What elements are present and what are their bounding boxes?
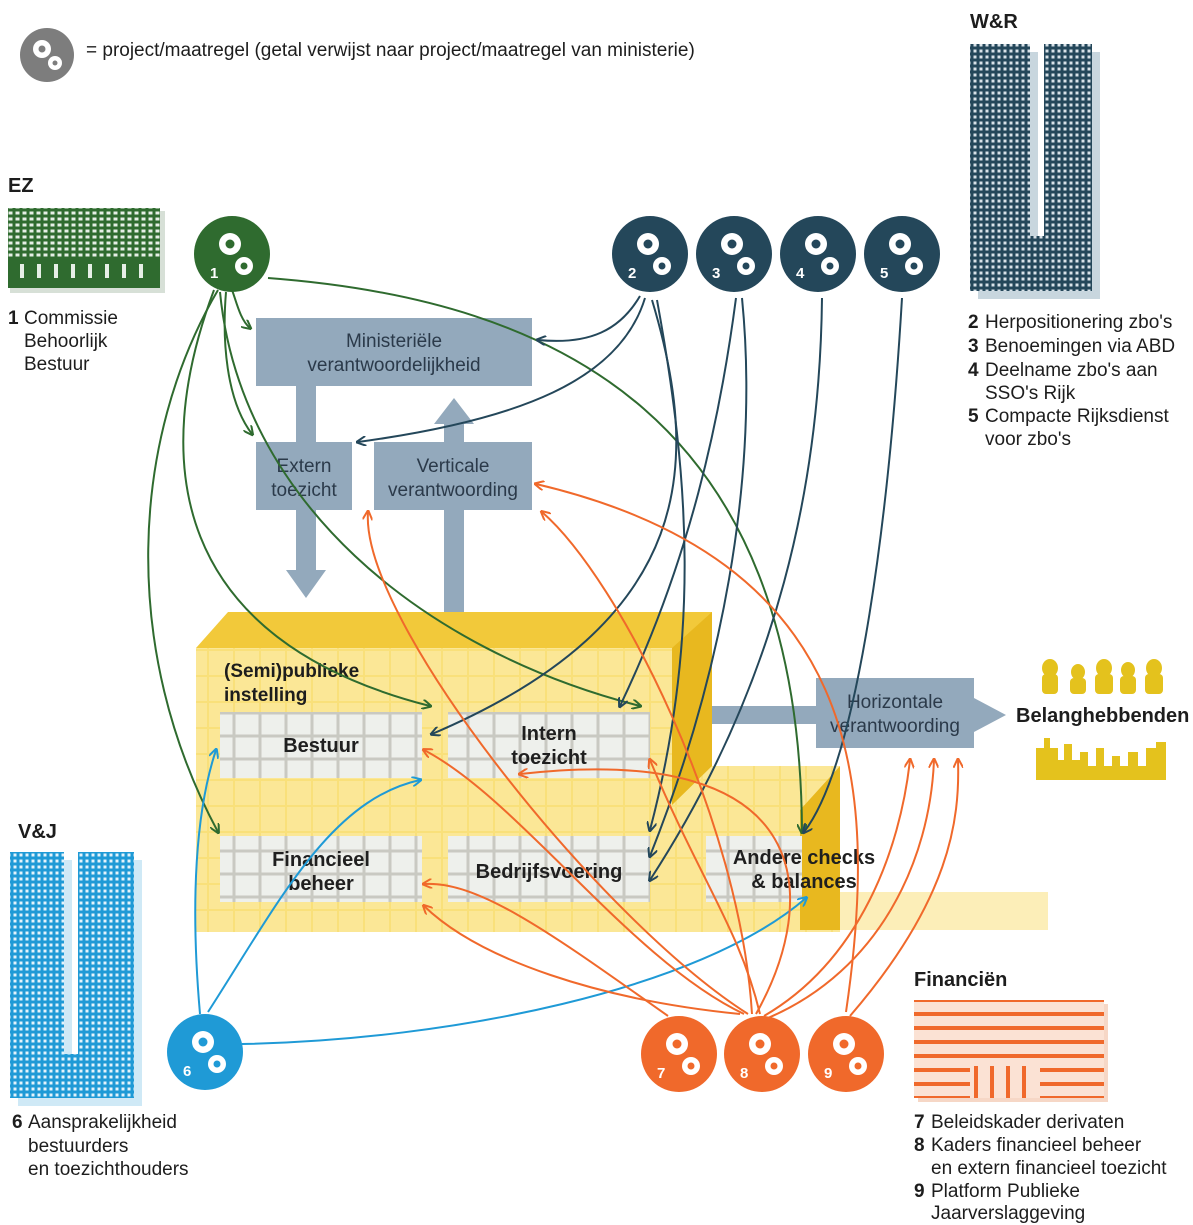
gear-3-number: 3 [712,265,720,282]
vj-item-6-line1: Aansprakelijkheid [28,1112,177,1133]
gear-3[interactable]: 3 [696,216,772,292]
stakeholders-label: Belanghebbenden [1016,705,1189,727]
gear-2-number: 2 [628,265,636,282]
box-horizontale-line1: Horizontale [847,692,943,713]
connectors-vj [194,750,806,1045]
wr-item-5-number: 5 [968,406,979,427]
wr-item-4-line2: SSO's Rijk [985,383,1076,404]
cell-intern-line2: toezicht [511,747,587,769]
connectors-wr [358,295,903,880]
fin-item-8-line2: en extern financieel toezicht [931,1158,1167,1179]
building-icon [970,44,1100,299]
ministry-vj-name: V&J [18,821,57,843]
gear-icon [219,233,253,275]
fin-item-7-number: 7 [914,1112,925,1133]
wr-item-3-line1: Benoemingen via ABD [985,336,1175,357]
gear-5-number: 5 [880,265,888,282]
ministry-ez-name: EZ [8,175,34,197]
box-extern-line1: Extern [277,456,332,477]
institution-title-line1: (Semi)publieke [224,661,359,682]
gear-icon [637,233,671,275]
gear-9[interactable]: 9 [808,1016,884,1092]
cell-intern-line1: Intern [521,723,577,745]
gear-8-number: 8 [740,1065,748,1082]
box-verticale-verantwoording: Verticale verantwoording [374,442,532,510]
institution-title-line2: instelling [224,685,307,706]
gear-icon [833,1033,867,1075]
gear-4-number: 4 [796,265,805,282]
gear-icon [192,1031,226,1073]
wr-item-5-line1: Compacte Rijksdienst [985,406,1169,427]
city-skyline-icon [1036,738,1166,780]
building-icon [8,208,165,293]
fin-item-8-line1: Kaders financieel beheer [931,1135,1142,1156]
box-horizontale-verantwoording: Horizontale verantwoording [816,678,974,748]
people-icon [1042,659,1163,694]
ez-item-1-number: 1 [8,308,19,329]
fin-item-9-line2: Jaarverslaggeving [931,1203,1085,1224]
box-verticale-line1: Verticale [417,456,490,477]
fin-item-9-line1: Platform Publieke [931,1181,1080,1202]
connectors-ez [147,277,802,832]
box-ministeriele-line1: Ministeriële [346,331,442,352]
box-verticale-line2: verantwoording [388,480,518,501]
gear-6-number: 6 [183,1063,191,1080]
wr-item-2-line1: Herpositionering zbo's [985,312,1172,333]
ez-item-1-line1: Commissie [24,308,118,329]
legend-text: = project/maatregel (getal verwijst naar… [86,40,695,61]
cell-financieel-line1: Financieel [272,849,370,871]
connectors-fin [368,484,958,1019]
cell-andere-line2: & balances [751,871,857,893]
ez-item-1-line3: Bestuur [24,354,90,375]
building-icon [914,1000,1108,1102]
cell-financieel-line2: beheer [288,873,354,895]
fin-item-7-line1: Beleidskader derivaten [931,1112,1124,1133]
fin-item-8-number: 8 [914,1135,925,1156]
gear-1-number: 1 [210,265,218,282]
cell-andere-line1: Andere checks [733,847,875,869]
building-icon [10,852,142,1106]
box-ministeriele-verantwoordelijkheid: Ministeriële verantwoordelijkheid [256,318,532,386]
wr-item-4-line1: Deelname zbo's aan [985,360,1158,381]
gear-icon [721,233,755,275]
gear-8[interactable]: 8 [724,1016,800,1092]
gear-icon [749,1033,783,1075]
wr-item-4-number: 4 [968,360,979,381]
ez-item-1-line2: Behoorlijk [24,331,108,352]
vj-item-6-line3: en toezichthouders [28,1159,189,1180]
wr-item-3-number: 3 [968,336,979,357]
gear-6[interactable]: 6 [167,1014,243,1090]
gear-5[interactable]: 5 [864,216,940,292]
ministry-fin-name: Financiën [914,969,1007,991]
gear-icon [666,1033,700,1075]
wr-item-2-number: 2 [968,312,979,333]
vj-item-6-number: 6 [12,1112,23,1133]
gear-7[interactable]: 7 [641,1016,717,1092]
ministry-wr-name: W&R [970,11,1018,33]
gear-2[interactable]: 2 [612,216,688,292]
wr-item-5-line2: voor zbo's [985,429,1071,450]
gear-4[interactable]: 4 [780,216,856,292]
gear-icon [889,233,923,275]
gear-1[interactable]: 1 [194,216,270,292]
box-ministeriele-line2: verantwoordelijkheid [307,355,480,376]
vj-item-6-line2: bestuurders [28,1136,128,1157]
gear-icon [805,233,839,275]
box-horizontale-line2: verantwoording [830,716,960,737]
gear-9-number: 9 [824,1065,832,1082]
gear-icon [20,28,74,82]
legend: = project/maatregel (getal verwijst naar… [20,28,695,82]
box-extern-line2: toezicht [271,480,337,501]
gear-7-number: 7 [657,1065,665,1082]
fin-item-9-number: 9 [914,1181,925,1202]
cell-bedrijfsvoering: Bedrijfsvoering [476,861,623,883]
cell-bestuur: Bestuur [283,735,359,757]
